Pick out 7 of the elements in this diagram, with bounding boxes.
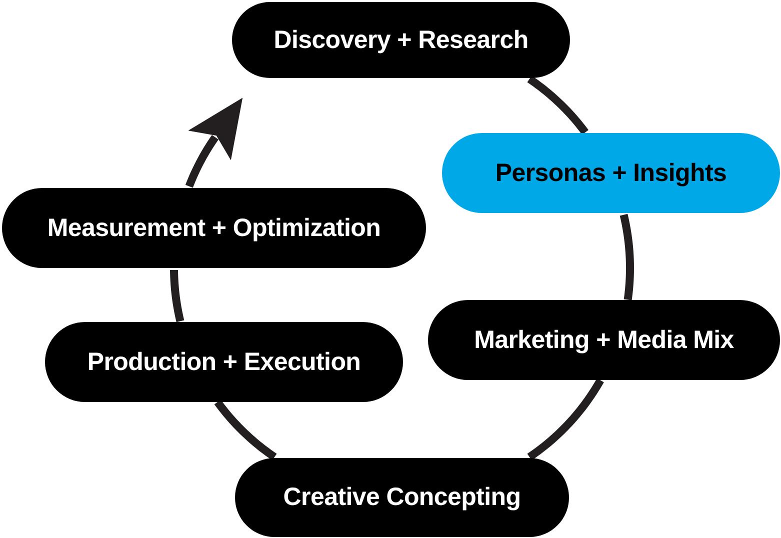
stage-label: Discovery + Research — [274, 26, 528, 54]
stage-label: Marketing + Media Mix — [474, 326, 734, 354]
stage-label: Creative Concepting — [283, 483, 521, 512]
cycle-arrow — [185, 98, 243, 188]
stage-label: Measurement + Optimization — [47, 214, 381, 242]
stage-label: Production + Execution — [87, 348, 361, 376]
stage-label: Personas + Insights — [495, 158, 727, 188]
